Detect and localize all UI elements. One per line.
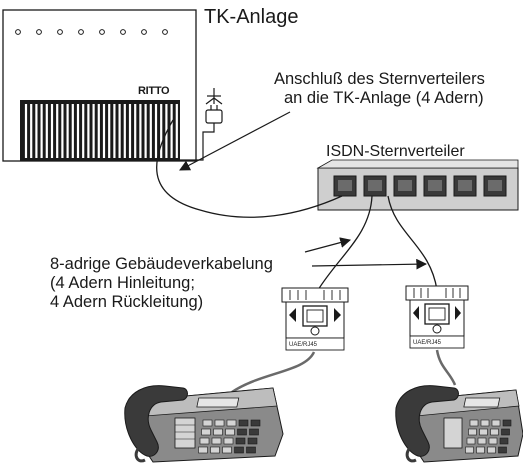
phone-key	[210, 446, 220, 454]
telephone-left	[124, 385, 284, 463]
connection-label-line1: Anschluß des Sternverteilers	[274, 70, 485, 88]
phone-key	[499, 437, 509, 445]
phone-key	[198, 446, 208, 454]
phone-key	[226, 419, 237, 427]
phone-key	[487, 446, 496, 454]
phone-key	[490, 428, 499, 436]
distributor-port	[483, 175, 507, 197]
phone-key	[211, 437, 222, 445]
phone-key	[476, 446, 485, 454]
connection-label-line2: an die TK-Anlage (4 Adern)	[284, 88, 484, 107]
distributor-port	[393, 175, 417, 197]
phone-key	[214, 419, 225, 427]
pbx-louvres	[24, 104, 178, 158]
socket-left-label: UAE/RJ45	[289, 342, 318, 348]
phone-key	[237, 428, 247, 436]
cabling-label-line3: 4 Adern Rückleitung)	[50, 292, 204, 311]
phone-key	[502, 419, 512, 427]
telephone-right	[395, 385, 523, 463]
phone-key	[250, 419, 261, 427]
distributor-ports	[333, 175, 507, 197]
phone-key	[223, 437, 234, 445]
power-plug-icon	[178, 88, 223, 161]
arrows	[179, 111, 428, 270]
phone-key	[213, 428, 223, 436]
pbx-title: TK-Anlage	[204, 6, 299, 28]
distributor-port	[453, 175, 477, 197]
connection-label: Anschluß des Sternverteilers an die TK-A…	[274, 70, 485, 108]
isdn-distributor	[316, 159, 519, 211]
distributor-port	[333, 175, 357, 197]
distributor-port	[423, 175, 447, 197]
socket-left	[281, 287, 349, 351]
phone-key	[238, 419, 249, 427]
phone-key	[468, 428, 477, 436]
distributor-label: ISDN-Sternverteiler	[326, 143, 465, 160]
arrow-cabling-1	[304, 237, 352, 253]
cabling-label-line1: 8-adrige Gebäudeverkabelung	[50, 255, 273, 273]
phone-key	[222, 446, 232, 454]
phone-key	[466, 437, 476, 445]
phone-key	[246, 446, 256, 454]
phone-key	[479, 428, 488, 436]
arrow-connection	[179, 111, 291, 171]
cable-to-left-socket	[317, 195, 373, 291]
cable-to-right-socket	[387, 195, 438, 291]
cable-pbx-to-distributor	[156, 119, 343, 218]
phone-key	[225, 428, 235, 436]
cabling-label-line2: (4 Adern Hinleitung;	[50, 273, 195, 292]
phone-key	[235, 437, 246, 445]
phone-key	[465, 446, 474, 454]
pbx-unit	[2, 9, 197, 162]
distributor-port	[363, 175, 387, 197]
phone-key	[201, 428, 211, 436]
phone-key	[491, 419, 501, 427]
phone-key	[202, 419, 213, 427]
keypad-left	[198, 419, 261, 454]
brand-logo: RITTO	[138, 85, 170, 97]
phone-key	[488, 437, 498, 445]
socket-right-label: UAE/RJ45	[413, 340, 442, 346]
phone-key	[199, 437, 210, 445]
phone-key	[498, 446, 507, 454]
pbx-indicator-dots	[15, 29, 168, 35]
cables	[156, 119, 438, 291]
phone-key	[234, 446, 244, 454]
phone-cords	[231, 349, 457, 394]
arrow-cabling-2	[311, 258, 428, 270]
keypad-right	[465, 419, 512, 454]
phone-key	[501, 428, 510, 436]
phone-key	[477, 437, 487, 445]
socket-right	[405, 285, 469, 349]
phone-key	[480, 419, 490, 427]
phone-key	[469, 419, 479, 427]
cabling-label: 8-adrige Gebäudeverkabelung (4 Adern Hin…	[50, 255, 273, 312]
phone-key	[249, 428, 259, 436]
phone-key	[247, 437, 258, 445]
